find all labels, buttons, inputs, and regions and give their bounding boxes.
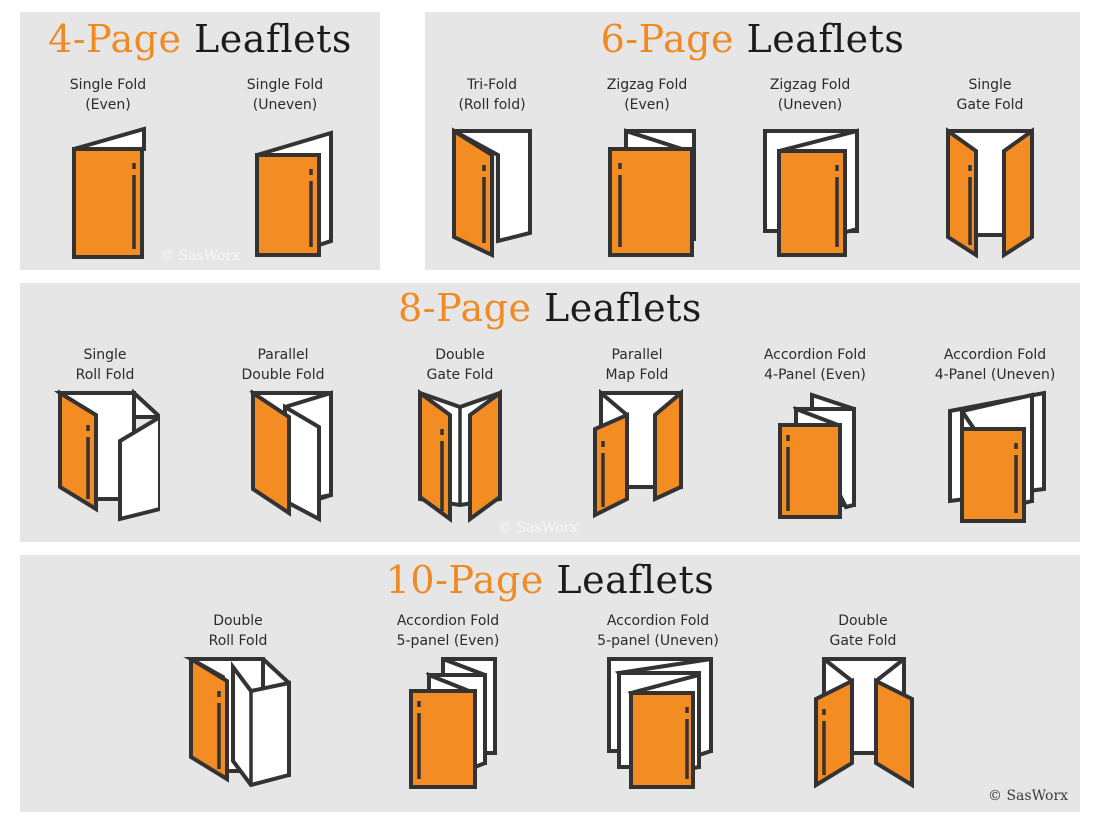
fold-single-fold-even: Single Fold (Even) <box>23 75 193 265</box>
fold-label-line2: Roll Fold <box>75 367 135 383</box>
fold-label-line1: Single Fold <box>69 77 147 93</box>
fold-label: Parallel Double Fold <box>198 345 368 385</box>
fold-accordion-5-panel-even: Accordion Fold 5-panel (Even) <box>363 611 533 797</box>
fold-label-line2: (Uneven) <box>252 97 318 113</box>
single-roll-fold-icon <box>53 389 160 522</box>
double-gate-fold-10-icon <box>814 657 914 789</box>
accordion-5-uneven-icon <box>607 657 713 789</box>
accordion-4-uneven-icon <box>948 390 1046 523</box>
fold-label-line1: Accordion Fold <box>763 347 867 363</box>
panel-4-page: 4-Page Leaflets Single Fold (Even) Singl… <box>20 12 380 270</box>
fold-label-line1: Single Fold <box>246 77 324 93</box>
double-gate-fold-icon <box>418 389 502 523</box>
fold-label: Double Gate Fold <box>375 345 545 385</box>
fold-label: Single Fold (Even) <box>23 75 193 115</box>
fold-label-line2: (Even) <box>85 97 131 113</box>
fold-label-line1: Tri-Fold <box>466 77 518 93</box>
fold-label-line2: Map Fold <box>605 367 669 383</box>
fold-label: Zigzag Fold (Even) <box>562 75 732 115</box>
watermark: © SasWorx <box>498 520 579 536</box>
title-word: Leaflets <box>194 17 352 61</box>
title-word: Leaflets <box>544 286 702 330</box>
zigzag-fold-uneven-icon <box>763 128 859 257</box>
fold-accordion-4-panel-even: Accordion Fold 4-Panel (Even) <box>730 345 900 529</box>
single-gate-fold-icon <box>946 127 1034 259</box>
fold-double-gate-fold: Double Gate Fold <box>375 345 545 529</box>
fold-label-line1: Parallel <box>611 347 663 363</box>
fold-label: Accordion Fold 4-Panel (Uneven) <box>910 345 1080 385</box>
fold-single-fold-uneven: Single Fold (Uneven) <box>200 75 370 265</box>
fold-label: Zigzag Fold (Uneven) <box>725 75 895 115</box>
fold-label: Accordion Fold 5-panel (Uneven) <box>573 611 743 651</box>
fold-parallel-map-fold: Parallel Map Fold <box>552 345 722 529</box>
title-number: 6-Page <box>600 17 734 61</box>
fold-label-line2: 5-panel (Even) <box>396 633 500 649</box>
fold-label-line2: (Uneven) <box>777 97 843 113</box>
fold-double-roll-fold: Double Roll Fold <box>153 611 323 797</box>
single-fold-even-icon <box>72 126 146 259</box>
fold-label-line1: Single <box>968 77 1012 93</box>
fold-tri-fold: Tri-Fold (Roll fold) <box>407 75 577 265</box>
panel-8-page: 8-Page Leaflets Single Roll Fold Paralle… <box>20 283 1080 542</box>
fold-accordion-5-panel-uneven: Accordion Fold 5-panel (Uneven) <box>573 611 743 797</box>
fold-accordion-4-panel-uneven: Accordion Fold 4-Panel (Uneven) <box>910 345 1080 529</box>
title-word: Leaflets <box>556 558 715 602</box>
fold-single-roll-fold: Single Roll Fold <box>20 345 190 529</box>
fold-label: Parallel Map Fold <box>552 345 722 385</box>
panel-6-page: 6-Page Leaflets Tri-Fold (Roll fold) Zig… <box>425 12 1080 270</box>
fold-zigzag-fold-uneven: Zigzag Fold (Uneven) <box>725 75 895 265</box>
fold-zigzag-fold-even: Zigzag Fold (Even) <box>562 75 732 265</box>
fold-label-line2: Gate Fold <box>956 97 1024 113</box>
title-number: 4-Page <box>48 17 182 61</box>
fold-label-line2: Double Fold <box>241 367 325 383</box>
fold-label-line2: (Even) <box>624 97 670 113</box>
fold-label-line1: Accordion Fold <box>943 347 1047 363</box>
section-title-4-page: 4-Page Leaflets <box>20 17 380 61</box>
fold-parallel-double-fold: Parallel Double Fold <box>198 345 368 529</box>
fold-label-line2: (Roll fold) <box>458 97 526 113</box>
fold-label-line2: Roll Fold <box>208 633 268 649</box>
fold-label-line2: Gate Fold <box>426 367 494 383</box>
fold-double-gate-fold-10: Double Gate Fold <box>778 611 948 797</box>
parallel-double-fold-icon <box>249 389 333 523</box>
fold-label-line1: Single <box>83 347 127 363</box>
watermark: © SasWorx <box>160 248 241 264</box>
panel-10-page: 10-Page Leaflets Double Roll Fold Accord… <box>20 555 1080 812</box>
fold-label-line1: Accordion Fold <box>396 613 500 629</box>
fold-label-line1: Double <box>213 613 263 629</box>
title-number: 10-Page <box>385 558 544 602</box>
tri-fold-icon <box>452 127 532 259</box>
fold-label-line1: Zigzag Fold <box>606 77 688 93</box>
zigzag-fold-even-icon <box>608 128 696 257</box>
fold-label-line2: 5-panel (Uneven) <box>597 633 719 649</box>
fold-label-line1: Double <box>435 347 485 363</box>
accordion-4-even-icon <box>778 392 856 519</box>
fold-label: Single Gate Fold <box>905 75 1075 115</box>
title-number: 8-Page <box>398 286 532 330</box>
fold-label-line1: Accordion Fold <box>606 613 710 629</box>
fold-label: Double Roll Fold <box>153 611 323 651</box>
watermark: © SasWorx <box>988 788 1069 804</box>
double-roll-fold-icon <box>183 657 291 788</box>
accordion-5-even-icon <box>409 657 497 789</box>
fold-label-line1: Zigzag Fold <box>769 77 851 93</box>
fold-label: Accordion Fold 5-panel (Even) <box>363 611 533 651</box>
section-title-10-page: 10-Page Leaflets <box>20 558 1080 602</box>
fold-label: Tri-Fold (Roll fold) <box>407 75 577 115</box>
fold-label: Single Fold (Uneven) <box>200 75 370 115</box>
section-title-8-page: 8-Page Leaflets <box>20 286 1080 330</box>
fold-label-line1: Double <box>838 613 888 629</box>
title-word: Leaflets <box>746 17 905 61</box>
fold-label: Double Gate Fold <box>778 611 948 651</box>
parallel-map-fold-icon <box>593 389 683 519</box>
fold-single-gate-fold: Single Gate Fold <box>905 75 1075 265</box>
fold-label: Accordion Fold 4-Panel (Even) <box>730 345 900 385</box>
fold-label-line2: 4-Panel (Even) <box>764 367 866 383</box>
fold-label: Single Roll Fold <box>20 345 190 385</box>
section-title-6-page: 6-Page Leaflets <box>425 17 1080 61</box>
single-fold-uneven-icon <box>255 130 333 257</box>
fold-label-line2: Gate Fold <box>829 633 897 649</box>
fold-label-line1: Parallel <box>257 347 309 363</box>
fold-label-line2: 4-Panel (Uneven) <box>934 367 1056 383</box>
